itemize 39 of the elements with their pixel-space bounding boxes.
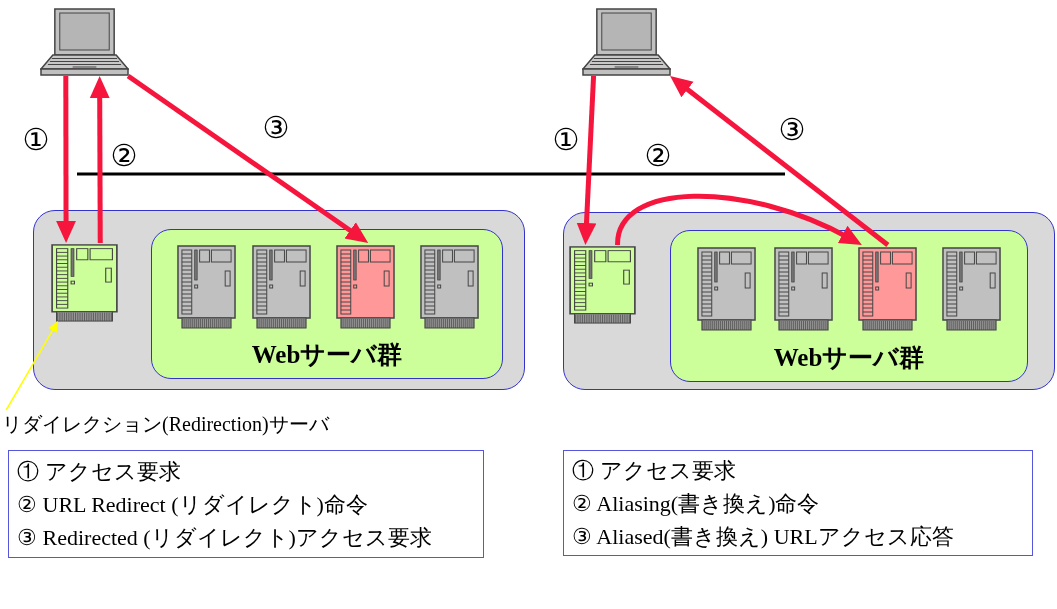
web-server-group-panel [151,229,503,379]
step-number-label: ② [644,140,672,172]
group-label: Webサーバ群 [773,343,925,373]
arrow [126,73,369,243]
step-number-label: ③ [778,114,806,146]
server-icon [697,247,756,331]
server-icon [858,247,917,331]
server-icon [569,246,636,324]
legend-text: ① アクセス要求 [572,456,736,485]
group-label: Webサーバ群 [251,340,403,370]
server-icon [177,245,236,329]
legend-box [563,450,1033,556]
leader-arrow [5,321,59,411]
server-icon [942,247,1001,331]
legend-text: ② URL Redirect (リダイレクト)命令 [17,490,368,519]
server-zone-panel [33,210,525,390]
server-icon [420,245,479,329]
legend-box [8,450,484,558]
arrow [56,76,76,243]
step-number-label: ① [552,124,580,156]
arrow [615,193,863,246]
laptop-icon [40,8,129,76]
server-caption: リダイレクション(Redirection)サーバ [2,412,329,438]
server-icon [252,245,311,329]
server-zone-panel [563,212,1055,390]
legend-text: ③ Redirected (リダイレクト)アクセス要求 [17,523,432,552]
arrow [576,75,597,245]
step-number-label: ② [110,140,138,172]
server-icon [336,245,395,329]
legend-text: ③ Aliased(書き換え) URLアクセス応答 [572,522,954,551]
web-server-group-panel [670,230,1028,382]
step-number-label: ③ [262,112,290,144]
server-icon [51,244,118,322]
step-number-label: ① [22,124,50,156]
server-icon [774,247,833,331]
laptop-icon [582,8,671,76]
legend-text: ② Aliasing(書き換え)命令 [572,489,820,518]
arrow [89,76,110,243]
legend-text: ① アクセス要求 [17,457,181,486]
